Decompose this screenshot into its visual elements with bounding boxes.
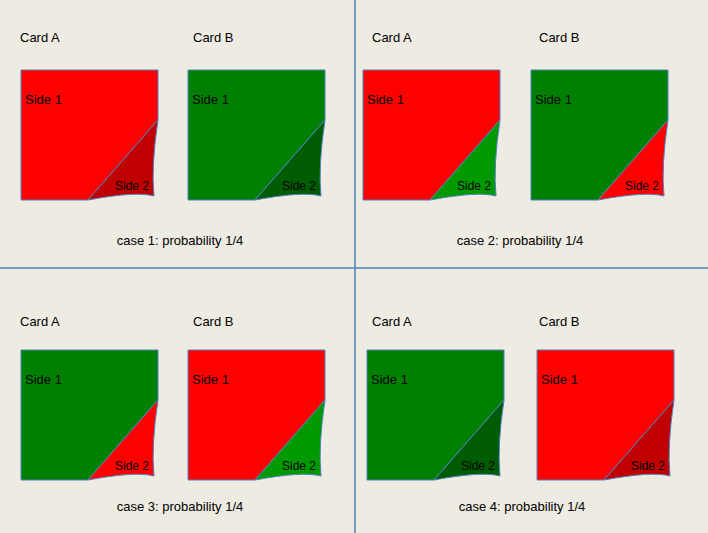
card-title: Card A bbox=[372, 314, 412, 329]
folded-side-label: Side 2 bbox=[457, 179, 491, 193]
card-title: Card B bbox=[539, 314, 579, 329]
side-label: Side 1 bbox=[367, 92, 404, 107]
card: Card ASide 1Side 2 bbox=[21, 70, 158, 200]
side-label: Side 1 bbox=[371, 372, 408, 387]
folded-side-label: Side 2 bbox=[282, 179, 316, 193]
case-caption: case 3: probability 1/4 bbox=[117, 499, 243, 514]
card-face bbox=[531, 70, 668, 200]
folded-corner bbox=[604, 400, 674, 480]
side-label: Side 1 bbox=[535, 92, 572, 107]
card-face bbox=[21, 70, 158, 200]
folded-side-label: Side 2 bbox=[461, 459, 495, 473]
side-label: Side 1 bbox=[192, 92, 229, 107]
folded-corner bbox=[88, 400, 158, 480]
folded-corner bbox=[255, 400, 325, 480]
folded-side-label: Side 2 bbox=[625, 179, 659, 193]
divider-line bbox=[0, 267, 708, 269]
folded-corner bbox=[434, 400, 504, 480]
folded-side-label: Side 2 bbox=[282, 459, 316, 473]
card-face bbox=[21, 350, 158, 480]
card-face bbox=[363, 70, 500, 200]
card: Card ASide 1Side 2 bbox=[363, 70, 500, 200]
divider-line bbox=[354, 0, 356, 533]
folded-side-label: Side 2 bbox=[115, 459, 149, 473]
side-label: Side 1 bbox=[541, 372, 578, 387]
case-caption: case 2: probability 1/4 bbox=[457, 233, 583, 248]
card-title: Card A bbox=[372, 30, 412, 45]
card: Card BSide 1Side 2 bbox=[188, 70, 325, 200]
card-face bbox=[188, 70, 325, 200]
card: Card ASide 1Side 2 bbox=[367, 350, 504, 480]
case-caption: case 1: probability 1/4 bbox=[117, 233, 243, 248]
card-face bbox=[537, 350, 674, 480]
side-label: Side 1 bbox=[192, 372, 229, 387]
folded-corner bbox=[88, 120, 158, 200]
folded-side-label: Side 2 bbox=[631, 459, 665, 473]
card-title: Card B bbox=[193, 314, 233, 329]
card-face bbox=[188, 350, 325, 480]
card-face bbox=[367, 350, 504, 480]
card-title: Card A bbox=[20, 30, 60, 45]
folded-corner bbox=[430, 120, 500, 200]
card: Card BSide 1Side 2 bbox=[537, 350, 674, 480]
side-label: Side 1 bbox=[25, 92, 62, 107]
card: Card BSide 1Side 2 bbox=[531, 70, 668, 200]
folded-corner bbox=[598, 120, 668, 200]
folded-side-label: Side 2 bbox=[115, 179, 149, 193]
card: Card BSide 1Side 2 bbox=[188, 350, 325, 480]
folded-corner bbox=[255, 120, 325, 200]
side-label: Side 1 bbox=[25, 372, 62, 387]
card: Card ASide 1Side 2 bbox=[21, 350, 158, 480]
card-title: Card B bbox=[539, 30, 579, 45]
card-title: Card B bbox=[193, 30, 233, 45]
card-title: Card A bbox=[20, 314, 60, 329]
case-caption: case 4: probability 1/4 bbox=[459, 499, 585, 514]
